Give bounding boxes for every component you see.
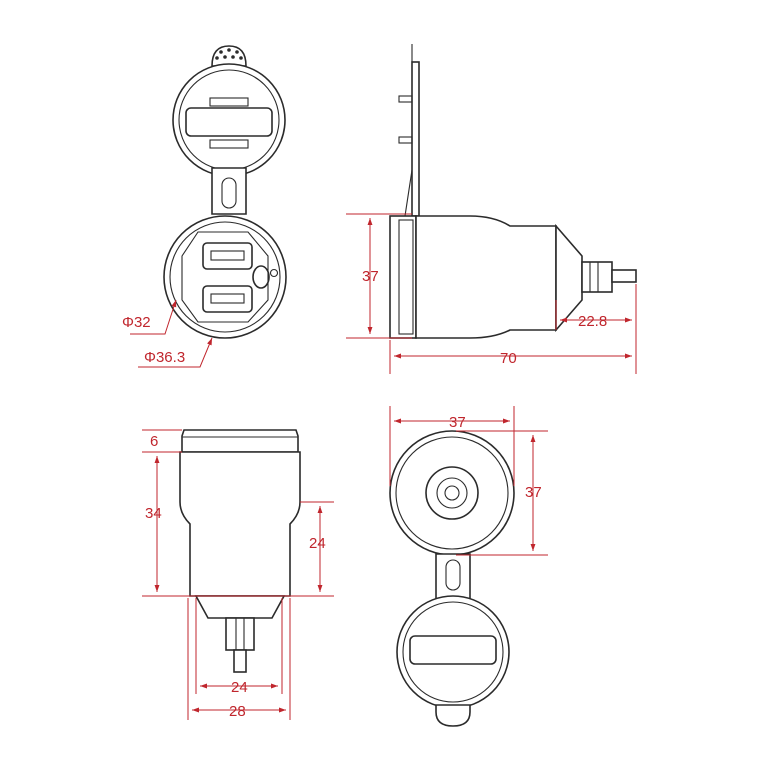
rear-boss-outer [425,466,479,520]
side-terminal [581,261,613,293]
dim24v-label: 24 [309,535,326,552]
strap-slot [221,177,237,209]
rear-cap-window [409,635,497,665]
rear-outer-circle [389,430,515,556]
usb-port-lower-tongue [210,293,245,304]
profile-view: 6 34 24 24 28 [142,429,334,720]
cover-hinge [404,169,413,217]
phi36-label: Φ36.3 [144,349,185,366]
cover-plate [411,61,420,217]
profile-taper [194,595,286,619]
socket-outer-circle [163,215,287,339]
cover-peg-upper [398,95,413,103]
usb-port-upper [202,242,253,270]
rear-strap-slot [445,559,461,591]
dim228-label: 22.8 [578,313,607,330]
rear-cap-tab [435,704,471,727]
socket-face [181,231,269,323]
phi36-leader [138,337,213,368]
cap-bottom-slot [209,139,249,149]
usb-port-lower [202,285,253,313]
side-body [415,215,557,339]
rear-boss-mid [436,477,468,509]
front-view: Φ32 Φ36.3 [122,45,287,368]
led-indicator-dot [269,268,279,278]
side-taper [555,223,583,333]
rear-inner-circle [395,436,509,550]
cap-tab-grip-dots [215,48,243,60]
side-view: 37 70 22.8 [346,44,637,374]
usb-port-upper-tongue [210,250,245,261]
phi32-label: Φ32 [122,314,151,331]
socket-inner-circle [169,221,281,333]
side-flange-face [398,219,414,335]
profile-body [179,451,301,597]
dim37-side-label: 37 [362,268,379,285]
cover-peg-lower [398,136,413,144]
phi32-leader [130,299,177,335]
cap-window [185,107,273,137]
rear-cap-inner [402,601,504,703]
profile-terminal [225,617,255,651]
rear-dim37v-label: 37 [525,484,542,501]
dim6-label: 6 [150,433,158,450]
profile-terminal-pin [233,649,247,673]
led-indicator [252,265,270,289]
dim70-label: 70 [500,350,517,367]
profile-flange [181,429,299,453]
strap [211,167,247,215]
rear-view: 37 37 [389,406,548,727]
dim28-label: 28 [229,703,246,720]
rear-dim37h-label: 37 [449,414,466,431]
rear-cap-outer [396,595,510,709]
dim24h-label: 24 [231,679,248,696]
side-terminal-pin [611,269,637,283]
rear-boss-inner [444,485,460,501]
side-flange [389,215,417,339]
dim34-label: 34 [145,505,162,522]
cap-outer-circle [172,63,286,177]
cap-top-slot [209,97,249,107]
